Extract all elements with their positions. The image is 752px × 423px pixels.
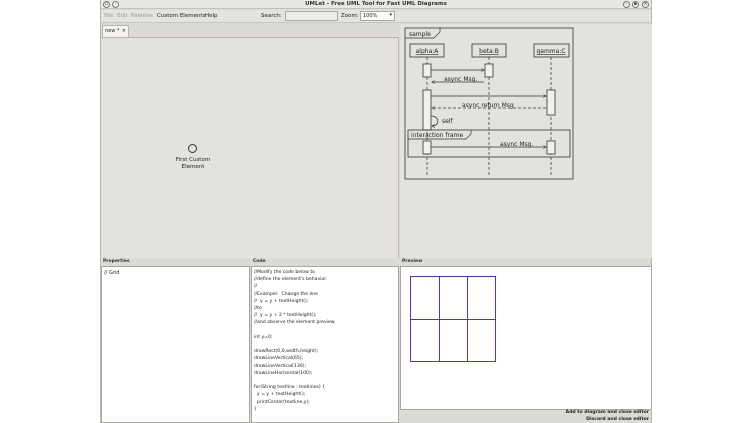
grid-preview [410, 276, 496, 362]
lifeline-gamma [533, 43, 570, 58]
code-line: } [254, 406, 257, 412]
code-line [254, 377, 336, 384]
maximize-icon[interactable]: ▪ [632, 1, 639, 8]
palette-panel[interactable]: sample alpha:A beta:B gamma:C async Msg. [400, 24, 652, 258]
window-menu-icon[interactable]: ▫ [103, 1, 110, 8]
zoom-label: Zoom: [341, 13, 359, 19]
code-title: Code [253, 259, 266, 264]
code-line: //Example: Change the line [254, 291, 318, 297]
zoom-value: 100% [363, 13, 378, 19]
chevron-down-icon: ▾ [389, 12, 392, 18]
menu-edit[interactable]: Edit [117, 13, 128, 19]
menu-help[interactable]: Help [205, 13, 218, 19]
menu-bar: File Edit Palettes Custom Elements Help … [101, 10, 651, 23]
code-line: drawLineVertical(130); [254, 363, 307, 369]
code-line: //define the element's behavior. [254, 277, 328, 283]
tab-new[interactable]: new * × [102, 25, 129, 37]
sample-frame [404, 27, 574, 180]
code-line: drawLineHorizontal(100); [254, 370, 313, 376]
tab-label: new * [105, 28, 120, 34]
lifeline-alpha-label: alpha:A [416, 48, 440, 55]
code-line: drawRect(0,0,width,height); [254, 349, 319, 355]
properties-title: Properties [103, 259, 130, 264]
code-line: //Modify the code below to [254, 270, 315, 275]
search-label: Search: [261, 13, 282, 19]
window-title: UMLet - Free UML Tool for Fast UML Diagr… [305, 1, 447, 7]
sample-sequence-diagram: sample alpha:A beta:B gamma:C async Msg. [404, 27, 574, 180]
code-line: // y = y + 2 * textHeight(); [254, 313, 317, 319]
diagram-canvas[interactable]: First Custom Element [101, 37, 399, 258]
code-line [254, 327, 336, 334]
add-to-diagram-button[interactable]: Add to diagram and close editor [565, 410, 649, 415]
diagram-tabs: new * × [101, 24, 399, 37]
code-line [254, 341, 336, 348]
code-line: printCenter(textline,y); [254, 399, 310, 405]
discard-button[interactable]: Discard and close editor [586, 417, 649, 422]
element-label-line1: First Custom [175, 157, 211, 163]
code-line: y = y + textHeight(); [254, 392, 306, 398]
code-line: //and observe the element preview. [254, 320, 336, 326]
code-line: int y=0; [254, 334, 273, 340]
message-async-return: async return Msg [462, 102, 514, 109]
code-line: //to [254, 306, 262, 312]
window-pin-icon[interactable]: · [112, 1, 119, 8]
zoom-select[interactable]: 100% ▾ [360, 11, 395, 21]
code-line: // y = y + textHeight(); [254, 298, 309, 304]
search-input[interactable] [285, 11, 338, 21]
code-line: for(String textline : textlines) { [254, 385, 326, 391]
code-editor[interactable]: //Modify the code below to //define the e… [251, 266, 399, 423]
interaction-frame-label: interaction frame [411, 132, 463, 139]
element-label-line2: Element [181, 164, 205, 170]
preview-panel [400, 266, 652, 410]
umlet-window: ▫ · UMLet - Free UML Tool for Fast UML D… [100, 0, 652, 423]
message-self: self [442, 118, 453, 125]
code-line: drawLineVertical(65); [254, 356, 304, 362]
message-async-2: async Msg. [500, 141, 533, 148]
close-icon[interactable]: × [642, 1, 649, 8]
lifeline-gamma-label: gamma:C [536, 48, 565, 55]
properties-editor[interactable]: // Grid [101, 266, 250, 423]
message-async-1: async Msg. [444, 76, 477, 83]
interaction-frame [407, 129, 571, 158]
menu-custom-elements[interactable]: Custom Elements [157, 13, 206, 19]
preview-title: Preview [402, 259, 423, 264]
properties-text[interactable]: // Grid [104, 270, 120, 276]
code-line: // [254, 284, 258, 290]
code-text[interactable]: //Modify the code below to //define the e… [254, 269, 336, 413]
close-tab-icon[interactable]: × [121, 28, 126, 34]
menu-palettes[interactable]: Palettes [131, 13, 153, 19]
lifeline-beta-label: beta:B [479, 48, 499, 55]
sample-frame-label: sample [409, 31, 431, 38]
menu-file[interactable]: File [104, 13, 114, 19]
minimize-icon[interactable]: – [623, 1, 630, 8]
custom-element-label[interactable]: First Custom Element [161, 157, 225, 171]
title-bar: ▫ · UMLet - Free UML Tool for Fast UML D… [101, 0, 651, 9]
custom-element-circle[interactable] [188, 144, 197, 153]
